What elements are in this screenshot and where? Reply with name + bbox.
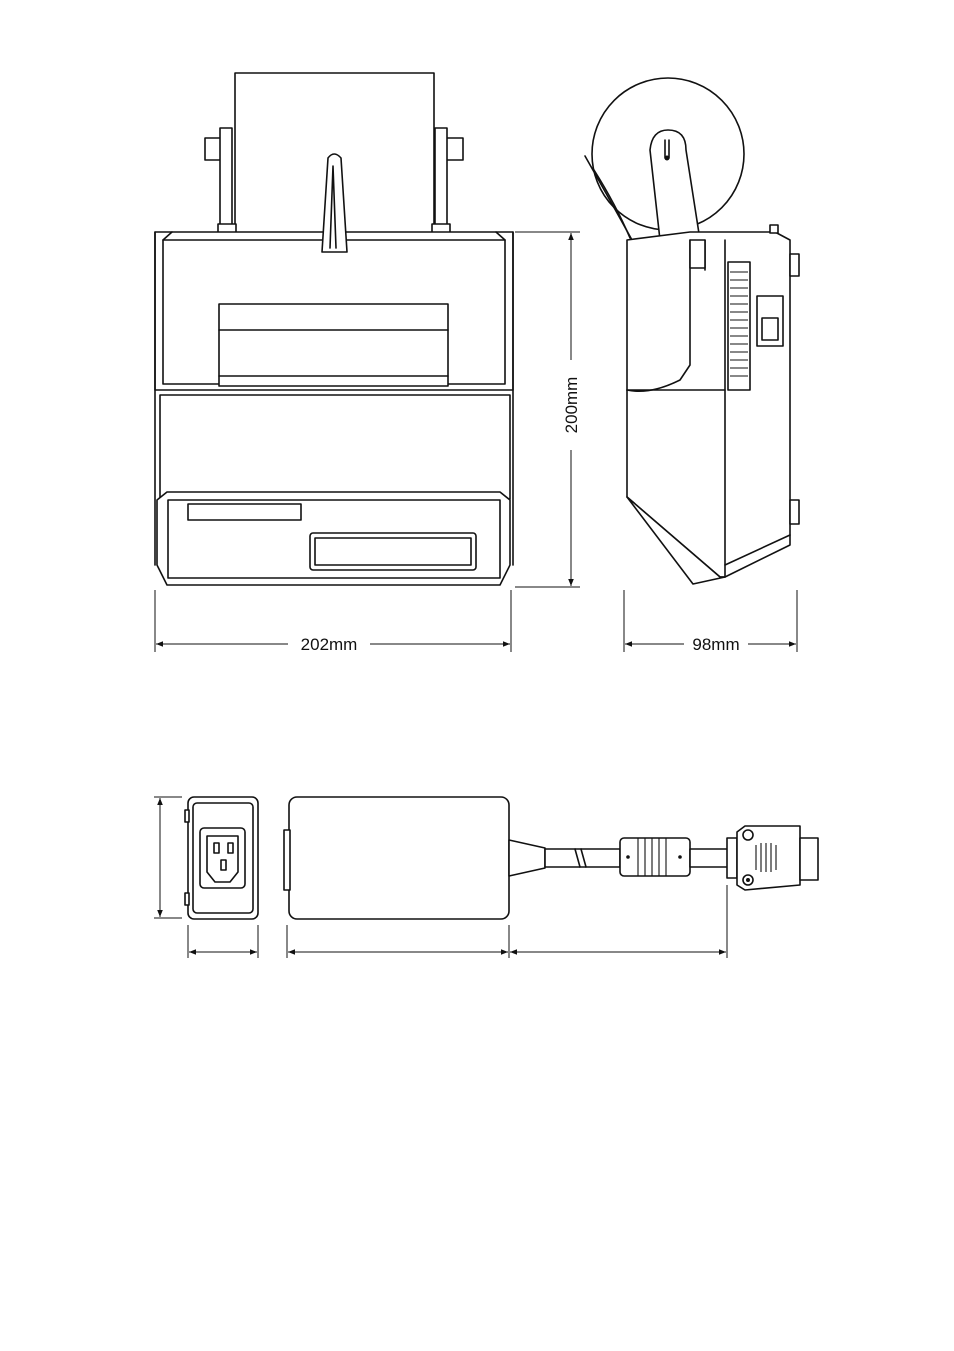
height-label: 200mm <box>562 377 581 434</box>
cable-strain-relief <box>509 840 545 876</box>
adapter-dimension-height <box>154 797 182 918</box>
depth-side-label: 98mm <box>692 635 739 654</box>
ac-adapter-body <box>284 797 509 919</box>
adapter-cable <box>509 838 728 876</box>
rear-knob-bottom <box>790 500 799 524</box>
vent-grille <box>728 262 750 390</box>
dimension-depth-side: 98mm <box>624 590 797 654</box>
printer-front-view <box>155 73 513 585</box>
rear-knob-top <box>790 254 799 276</box>
iec-power-socket <box>200 828 245 888</box>
printer-body <box>160 395 510 499</box>
ferrite-core <box>620 838 690 876</box>
width-front-label: 202mm <box>301 635 358 654</box>
adapter-dimension-cable-length <box>510 885 727 958</box>
paper-holder-right <box>432 128 463 238</box>
label-slot <box>188 504 301 520</box>
paper-exit-slot <box>310 533 476 570</box>
dc-output-connector <box>727 826 818 890</box>
printer-side-view <box>585 78 799 584</box>
paper-holder-left <box>205 128 236 238</box>
adapter-dimension-body-length <box>287 925 509 958</box>
power-switch <box>757 296 783 346</box>
dimension-height: 200mm <box>515 232 581 587</box>
ac-adapter-end-view <box>185 797 258 919</box>
adapter-dimension-end-width <box>188 925 258 958</box>
dimension-width-front: 202mm <box>155 590 511 654</box>
print-window <box>219 304 448 386</box>
